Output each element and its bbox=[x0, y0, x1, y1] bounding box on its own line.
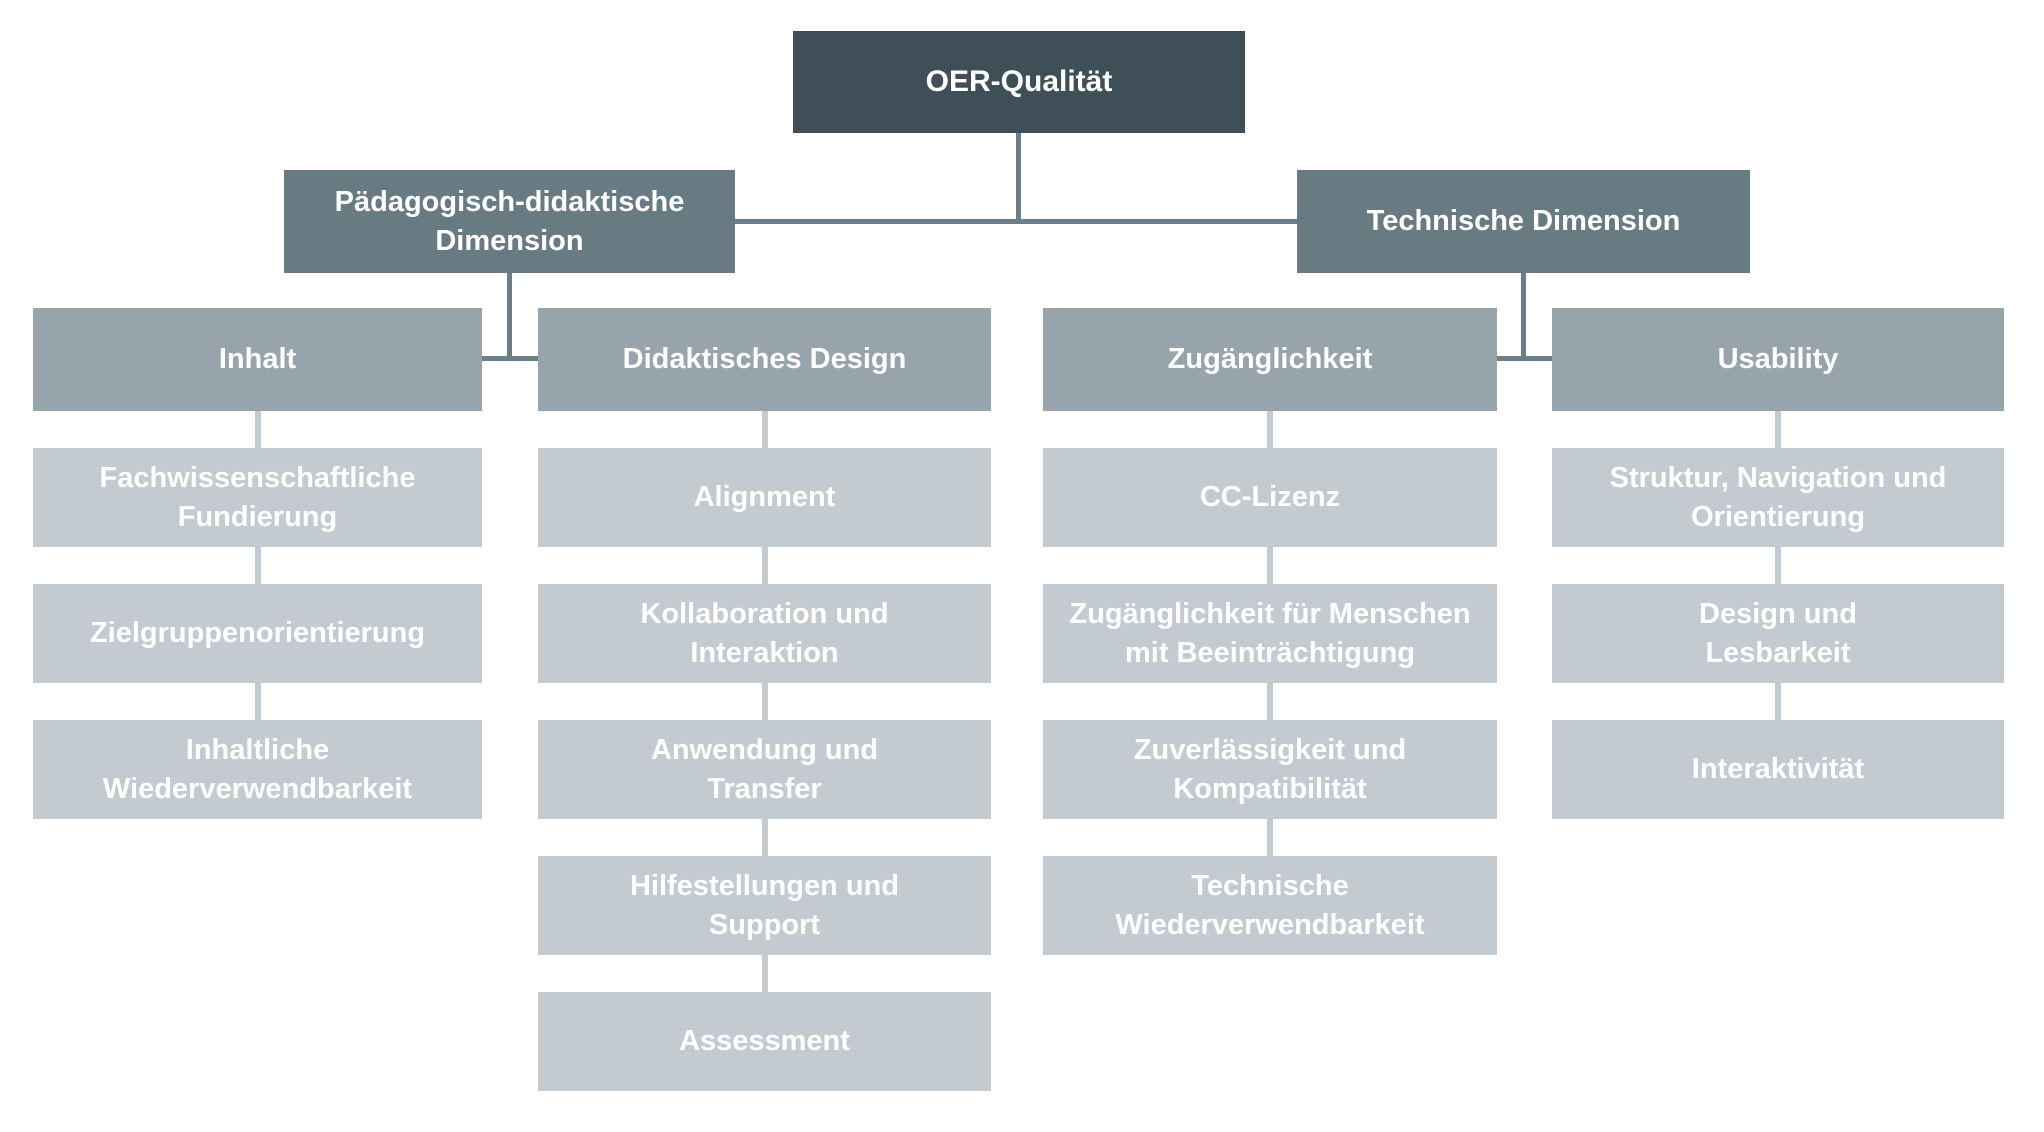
connector-root-horizontal bbox=[735, 219, 1297, 224]
category-node-usability: Usability bbox=[1552, 308, 2004, 411]
criterion-node-cc-lizenz: CC-Lizenz bbox=[1043, 448, 1497, 547]
category-node-didaktisches-design: Didaktisches Design bbox=[538, 308, 991, 411]
column-inhalt: Inhalt Fachwissenschaftliche Fundierung … bbox=[33, 308, 482, 819]
criterion-node-technische-wiederverwendbarkeit: Technische Wiederverwendbarkeit bbox=[1043, 856, 1497, 955]
connector-zugaenglichkeit-usability-horizontal bbox=[1497, 356, 1552, 361]
criterion-node-kollaboration-interaktion: Kollaboration und Interaktion bbox=[538, 584, 991, 683]
column-usability: Usability Struktur, Navigation und Orien… bbox=[1552, 308, 2004, 819]
connector-technisch-vertical bbox=[1521, 273, 1526, 360]
criterion-node-assessment: Assessment bbox=[538, 992, 991, 1091]
connector-paedagogisch-vertical bbox=[507, 273, 512, 360]
criterion-node-design-lesbarkeit: Design und Lesbarkeit bbox=[1552, 584, 2004, 683]
category-node-inhalt: Inhalt bbox=[33, 308, 482, 411]
dimension-node-technisch: Technische Dimension bbox=[1297, 170, 1750, 273]
column-zugaenglichkeit: Zugänglichkeit CC-Lizenz Zugänglichkeit … bbox=[1043, 308, 1497, 955]
root-node-oer-qualitaet: OER-Qualität bbox=[793, 31, 1245, 133]
category-node-zugaenglichkeit: Zugänglichkeit bbox=[1043, 308, 1497, 411]
criterion-node-zugaenglichkeit-beeintraechtigung: Zugänglichkeit für Menschen mit Beeinträ… bbox=[1043, 584, 1497, 683]
connector-root-vertical bbox=[1016, 133, 1021, 222]
dimension-node-paedagogisch-didaktisch: Pädagogisch-didaktische Dimension bbox=[284, 170, 735, 273]
connector-inhalt-didaktisch-horizontal bbox=[482, 356, 538, 361]
criterion-node-zielgruppenorientierung: Zielgruppenorientierung bbox=[33, 584, 482, 683]
criterion-node-fachwissenschaftliche-fundierung: Fachwissenschaftliche Fundierung bbox=[33, 448, 482, 547]
criterion-node-hilfestellungen-support: Hilfestellungen und Support bbox=[538, 856, 991, 955]
criterion-node-struktur-navigation-orientierung: Struktur, Navigation und Orientierung bbox=[1552, 448, 2004, 547]
column-didaktisches-design: Didaktisches Design Alignment Kollaborat… bbox=[538, 308, 991, 1091]
criterion-node-inhaltliche-wiederverwendbarkeit: Inhaltliche Wiederverwendbarkeit bbox=[33, 720, 482, 819]
criterion-node-alignment: Alignment bbox=[538, 448, 991, 547]
criterion-node-anwendung-transfer: Anwendung und Transfer bbox=[538, 720, 991, 819]
criterion-node-interaktivitaet: Interaktivität bbox=[1552, 720, 2004, 819]
criterion-node-zuverlaessigkeit-kompatibilitaet: Zuverlässigkeit und Kompatibilität bbox=[1043, 720, 1497, 819]
